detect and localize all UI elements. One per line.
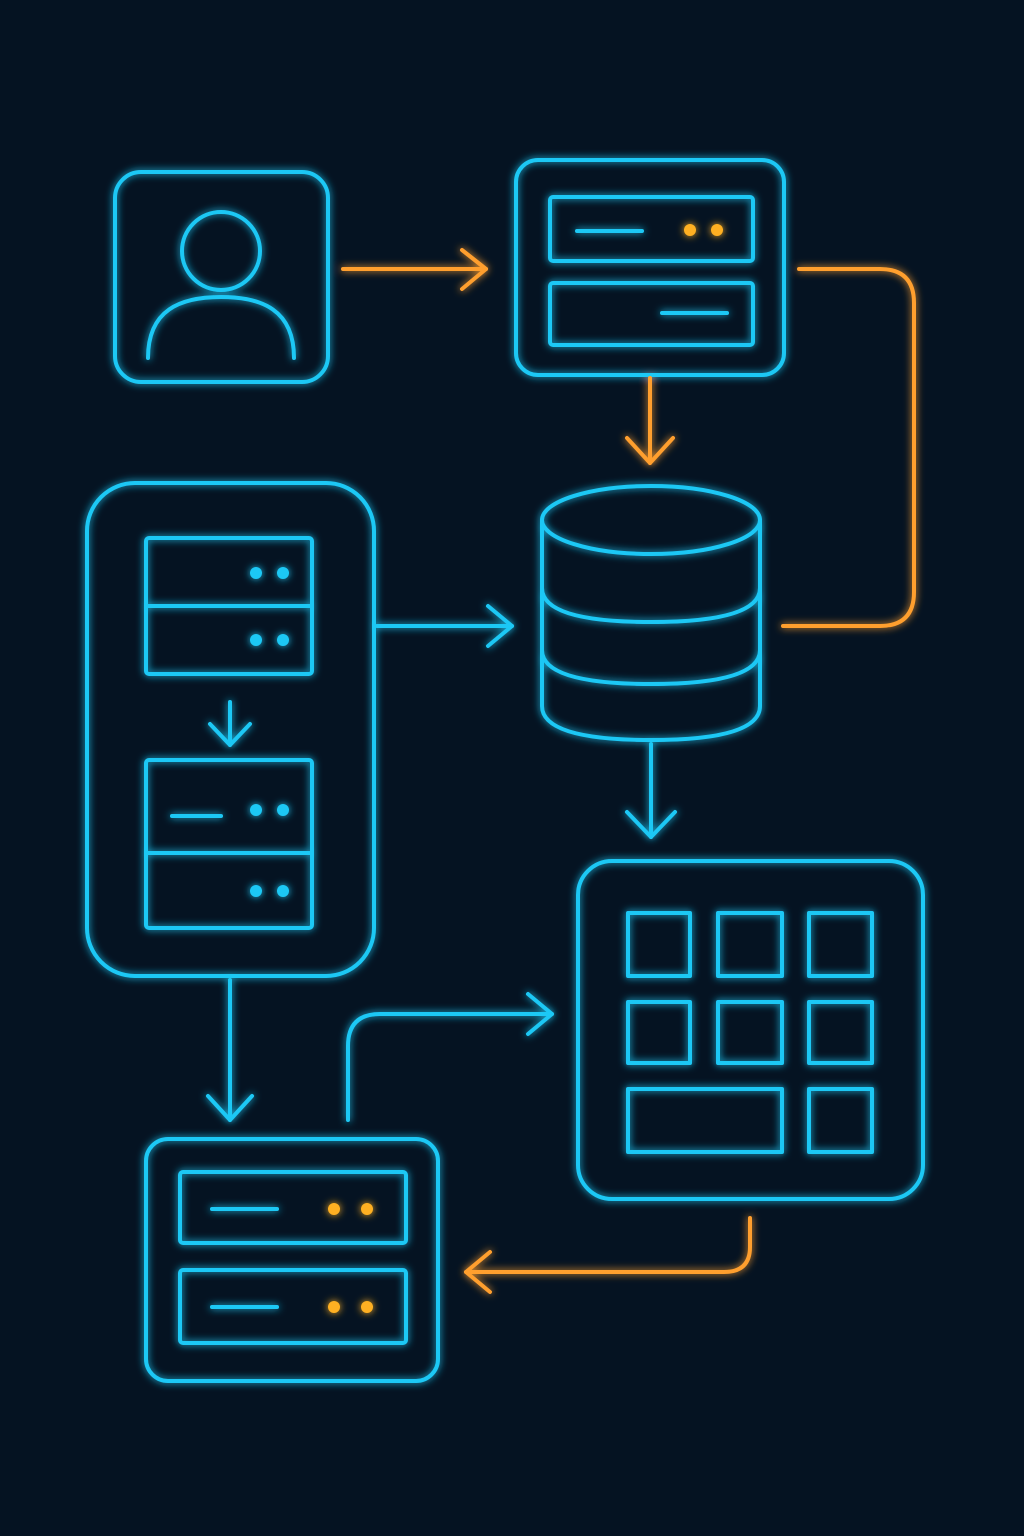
server-rack-icon xyxy=(548,195,755,347)
database-cylinder-icon xyxy=(540,484,762,742)
status-light-icon xyxy=(328,1203,340,1215)
status-light-icon xyxy=(277,885,289,897)
status-light-icon xyxy=(250,567,262,579)
arrow-server-cluster-to-backup-server xyxy=(206,978,254,1122)
arrow-internal-down xyxy=(208,700,252,747)
status-light-icon xyxy=(684,224,696,236)
status-light-icon xyxy=(250,804,262,816)
status-light-icon xyxy=(328,1301,340,1313)
arrow-web-server-to-database xyxy=(625,376,675,465)
grid-dashboard-icon xyxy=(626,911,874,1154)
server-cluster-node xyxy=(85,481,376,978)
arrow-server-cluster-to-database xyxy=(375,604,514,648)
status-light-icon xyxy=(711,224,723,236)
arrow-dashboard-to-backup-server xyxy=(464,1216,752,1294)
arrow-backup-server-to-dashboard xyxy=(346,992,554,1122)
user-avatar-icon xyxy=(146,210,296,360)
user-node xyxy=(113,170,330,384)
status-light-icon xyxy=(277,567,289,579)
status-light-icon xyxy=(250,634,262,646)
server-rack-icon xyxy=(178,1170,408,1345)
status-light-icon xyxy=(361,1203,373,1215)
database-node xyxy=(540,484,762,742)
web-server-node xyxy=(514,158,786,377)
dashboard-node xyxy=(576,859,925,1201)
arrow-user-to-web-server xyxy=(341,248,488,291)
status-light-icon xyxy=(250,885,262,897)
status-light-icon xyxy=(277,634,289,646)
arrow-web-server-loop-to-database xyxy=(781,267,916,628)
backup-server-node xyxy=(144,1137,440,1383)
status-light-icon xyxy=(361,1301,373,1313)
arrow-database-to-dashboard xyxy=(625,742,677,839)
server-stack-icon xyxy=(144,536,314,676)
status-light-icon xyxy=(277,804,289,816)
server-stack-icon xyxy=(144,758,314,930)
